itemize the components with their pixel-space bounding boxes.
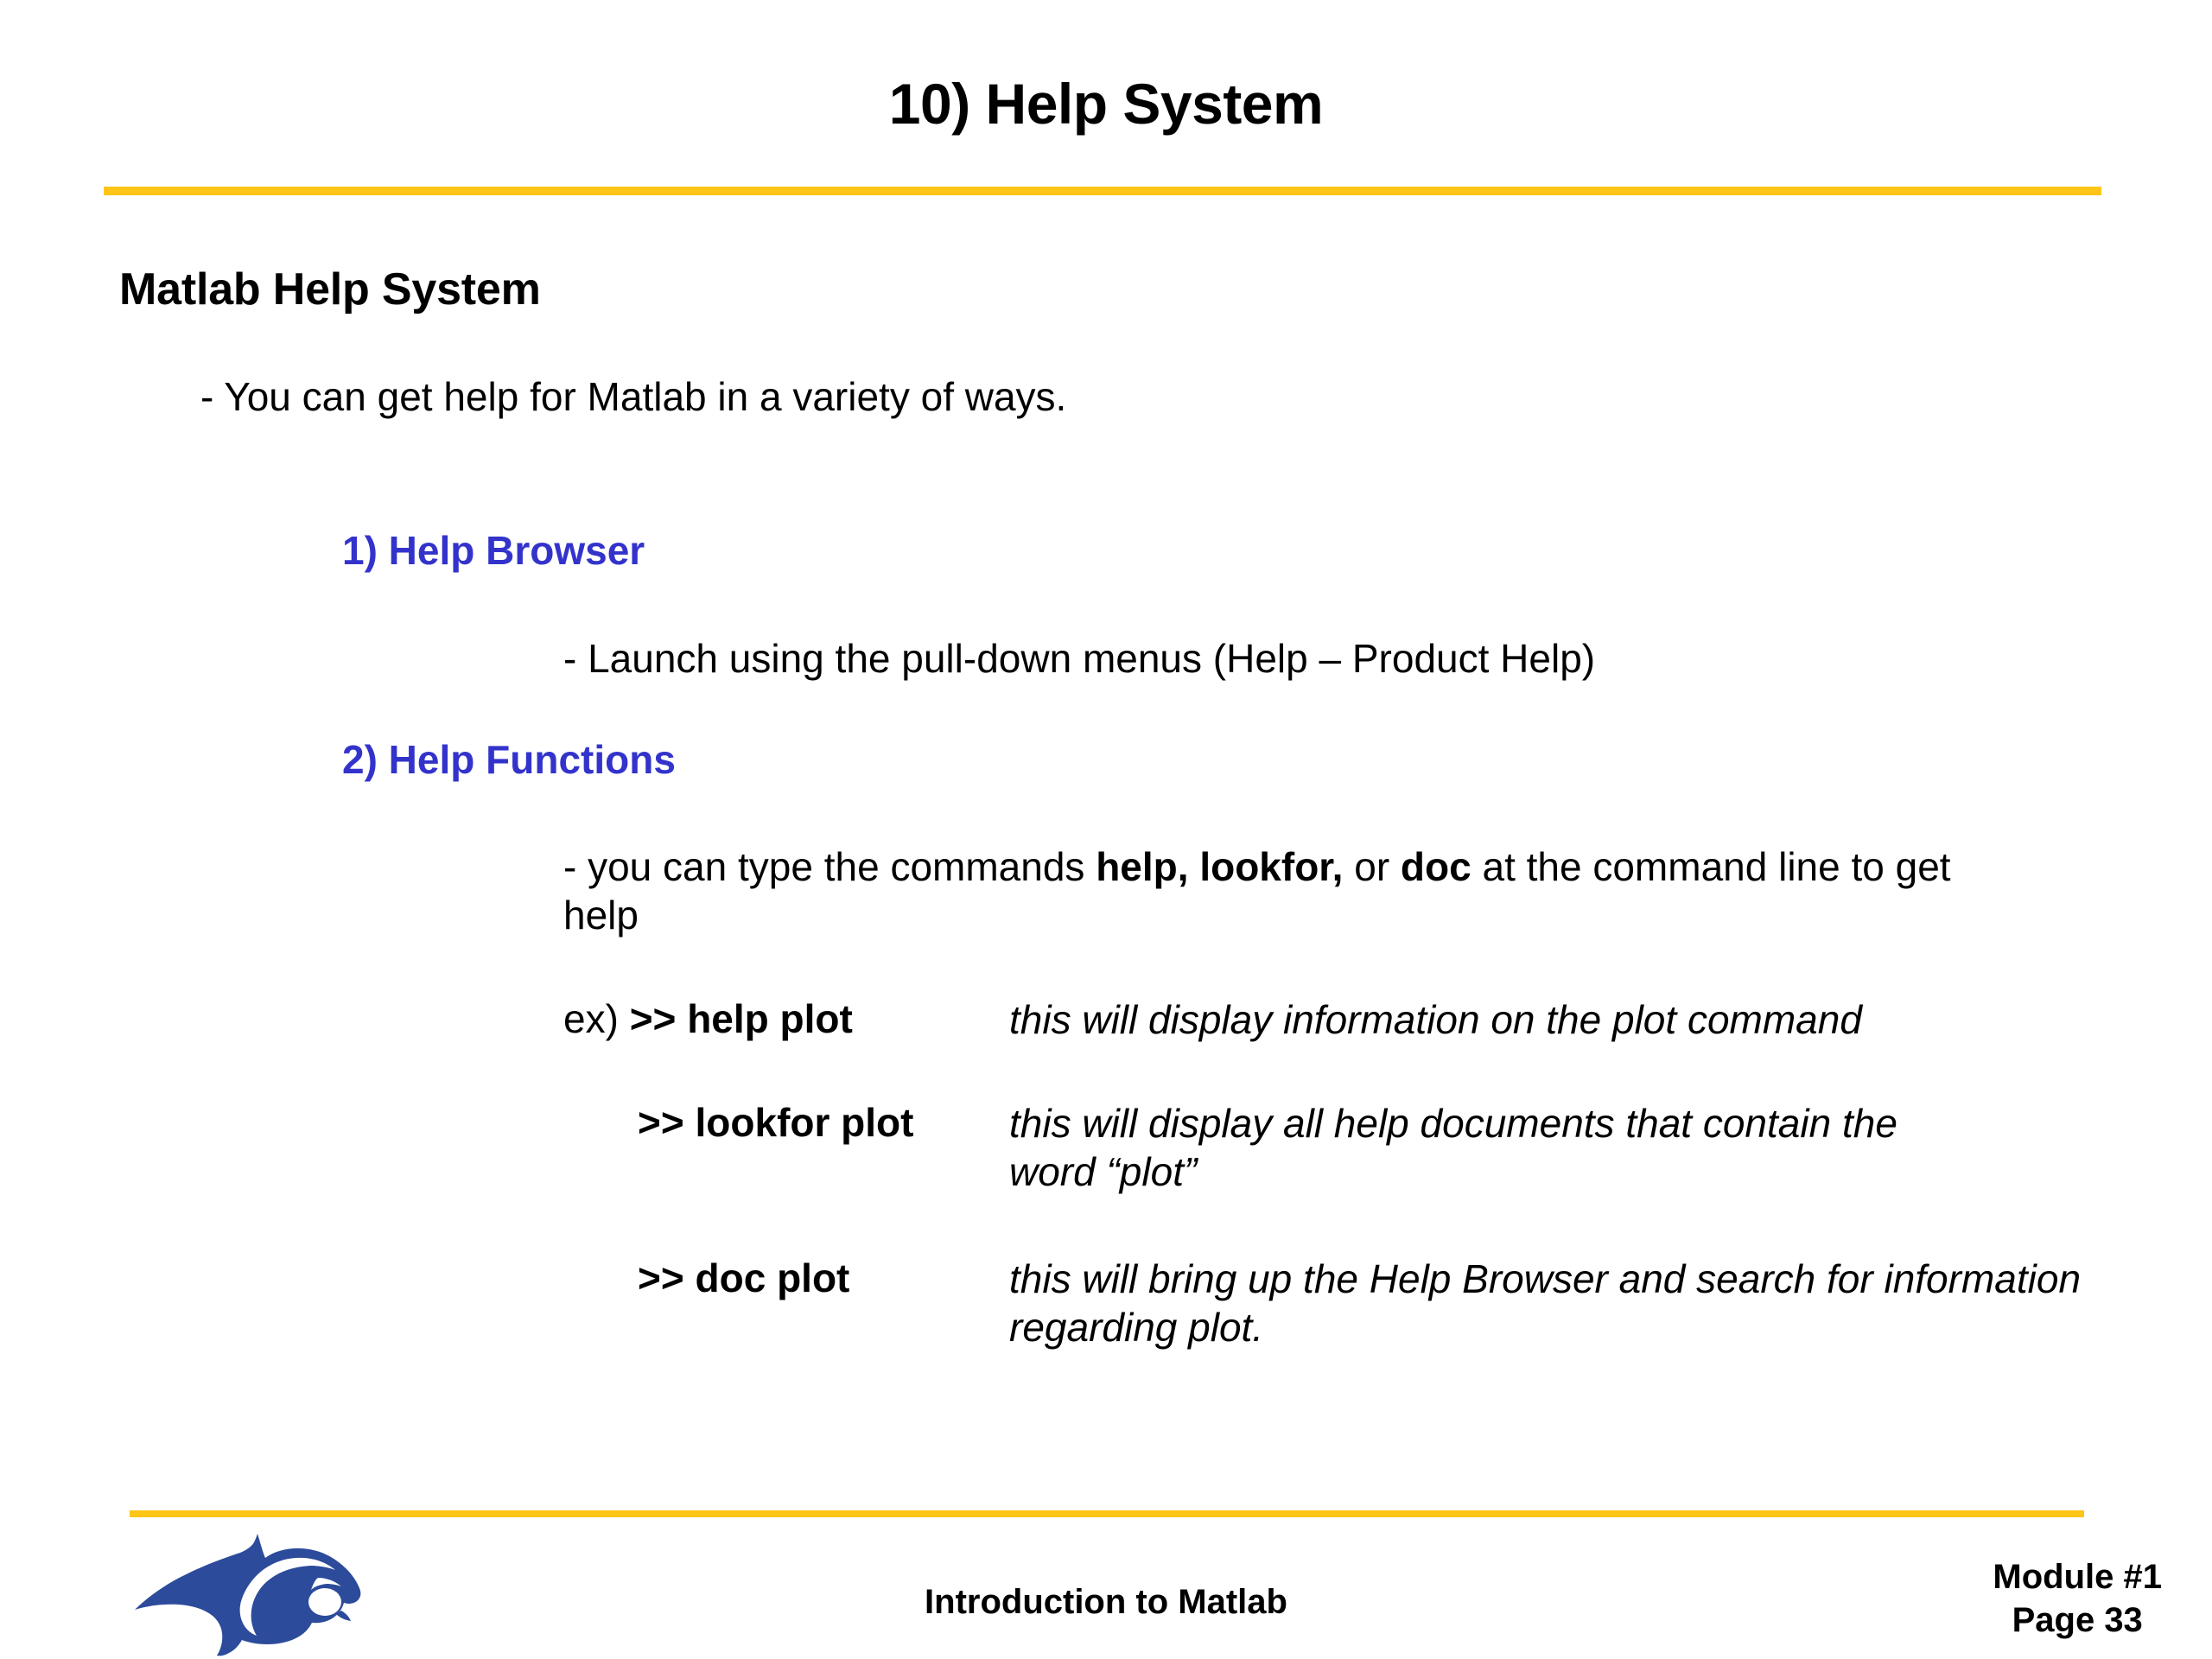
topic-heading-help-functions: 2) Help Functions xyxy=(342,737,676,782)
title-divider xyxy=(104,187,2101,195)
footer-module: Module #1 xyxy=(1993,1558,2162,1596)
panther-head-logo xyxy=(131,1531,373,1657)
detail-suffix: at the command line to get help xyxy=(563,844,1951,938)
intro-bullet: - You can get help for Matlab in a varie… xyxy=(200,374,1067,419)
topic-heading-help-browser: 1) Help Browser xyxy=(342,528,645,573)
detail-mid: or xyxy=(1343,844,1401,889)
example-description-lookfor: this will display all help documents tha… xyxy=(1009,1101,1897,1195)
footer-page-number: Page 33 xyxy=(2012,1601,2143,1639)
detail-prefix: - you can type the commands xyxy=(563,844,1096,889)
example-code-lookfor: >> lookfor plot xyxy=(638,1100,914,1145)
example-label: ex) xyxy=(563,996,630,1041)
detail-bold-help-lookfor: help, lookfor, xyxy=(1096,844,1344,889)
page-title: 10) Help System xyxy=(888,72,1324,136)
topic-detail-help-functions: - you can type the commands help, lookfo… xyxy=(563,842,1980,939)
example-command-help: ex) >> help plot xyxy=(563,995,853,1042)
example-command-doc: >> doc plot xyxy=(638,1255,849,1301)
example-code-help: >> help plot xyxy=(629,996,853,1041)
topic-detail-help-browser: - Launch using the pull-down menus (Help… xyxy=(563,636,1596,681)
footer-page-info: Module #1 Page 33 xyxy=(1993,1555,2162,1642)
section-heading: Matlab Help System xyxy=(119,264,541,315)
example-code-doc: >> doc plot xyxy=(638,1255,850,1300)
example-description-help: this will display information on the plo… xyxy=(1009,997,1862,1042)
footer-title: Introduction to Matlab xyxy=(925,1583,1287,1621)
example-description-doc: this will bring up the Help Browser and … xyxy=(1009,1256,2082,1351)
example-command-lookfor: >> lookfor plot xyxy=(638,1099,913,1146)
footer-divider xyxy=(130,1510,2084,1517)
detail-bold-doc: doc xyxy=(1400,844,1471,889)
